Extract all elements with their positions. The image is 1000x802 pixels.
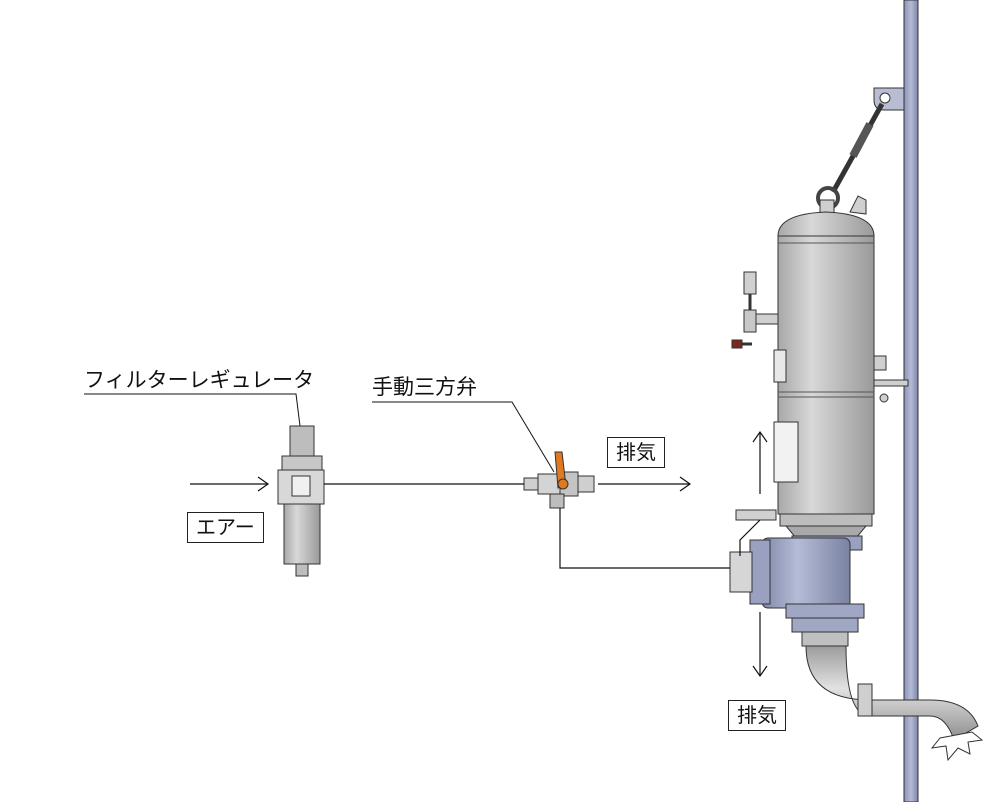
filter-regulator	[277, 425, 325, 577]
manual-valve-label: 手動三方弁	[372, 375, 477, 399]
exhaust-pipe	[805, 645, 984, 762]
exhaust-arrow-up	[752, 430, 768, 494]
leader-lines	[84, 393, 555, 473]
air-tank	[773, 195, 909, 539]
wall-post	[903, 0, 919, 802]
air-label: エアー	[187, 512, 264, 543]
exhaust-label-bottom: 排気	[728, 700, 786, 731]
exhaust-arrow-down	[752, 612, 768, 678]
air-inlet-arrow	[190, 476, 270, 492]
exhaust-label-top: 排気	[607, 437, 665, 468]
support-rod	[816, 87, 905, 210]
exhaust-arrow-right	[598, 476, 692, 492]
air-lines	[324, 483, 761, 569]
pneumatic-valve	[729, 509, 865, 647]
pressure-gauge	[731, 271, 779, 349]
filter-regulator-label: フィルターレギュレータ	[84, 368, 315, 392]
manual-three-way-valve	[523, 451, 595, 509]
